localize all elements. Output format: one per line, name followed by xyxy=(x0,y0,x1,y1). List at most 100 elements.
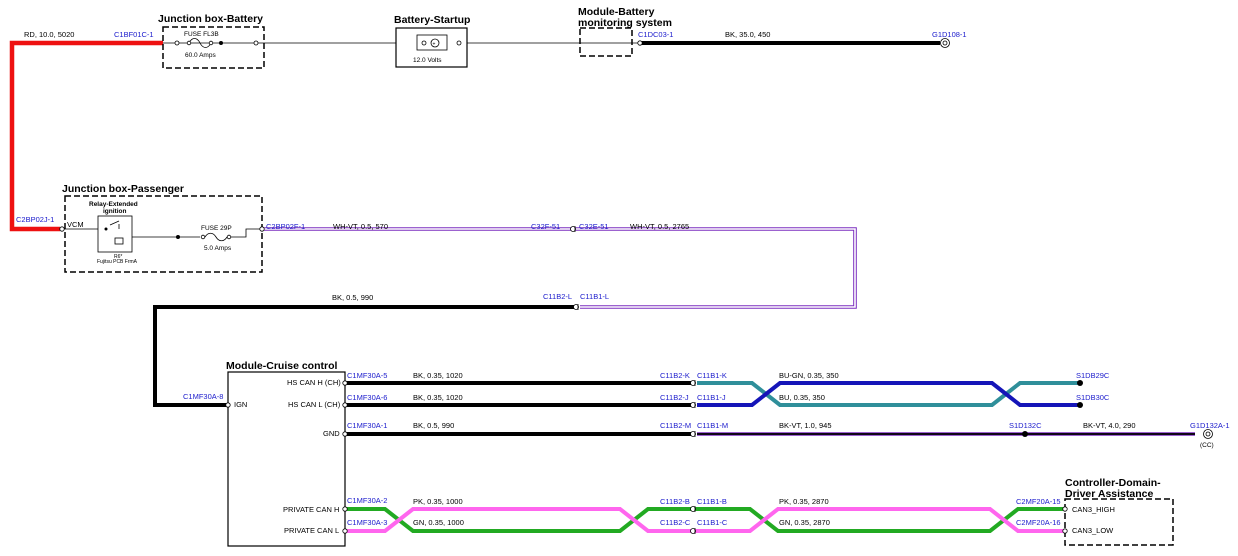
jb-battery-box xyxy=(162,26,265,69)
relay-code: R6* xyxy=(114,254,122,260)
cruise-pin-ign xyxy=(225,402,231,408)
jb-passenger-title: Junction box-Passenger xyxy=(62,183,184,195)
conn-c1mf30a-3: C1MF30A-3 xyxy=(347,518,387,527)
relay-title-line2: ignition xyxy=(103,208,126,215)
wire-label-bk-05-990-gnd: BK, 0.5, 990 xyxy=(413,421,454,430)
relay-maker: Fujitsu PCB FrmA xyxy=(97,259,138,265)
conn-c11b2-l: C11B2-L xyxy=(543,292,572,301)
cdda-pin-high xyxy=(1062,506,1068,512)
cruise-output-pins xyxy=(342,380,348,534)
conn-c1mf30a-1: C1MF30A-1 xyxy=(347,421,387,430)
pin-vcm: VCM xyxy=(67,220,84,229)
conn-s1db30c: S1DB30C xyxy=(1076,393,1110,402)
wire-label-bk-vt-290: BK-VT, 4.0, 290 xyxy=(1083,421,1136,430)
wire-wh-vt-run[interactable] xyxy=(262,227,857,309)
pin-gnd: GND xyxy=(323,429,340,438)
relay-title-line1: Relay-Extended xyxy=(89,201,138,208)
inline-connector-c32-icon xyxy=(570,226,576,232)
conn-c11b1-l: C11B1-L xyxy=(580,292,609,301)
conn-c32f-51: C32F-51 xyxy=(531,222,560,231)
conn-c11b2-k: C11B2-K xyxy=(660,371,690,380)
wire-label-bu-gn-350: BU-GN, 0.35, 350 xyxy=(779,371,839,380)
battery-box xyxy=(395,27,468,68)
wire-red-battery-feed[interactable] xyxy=(9,40,163,232)
svg-text:+: + xyxy=(433,42,436,48)
conn-c11b1-j: C11B1-J xyxy=(697,393,726,402)
bms-title-line2: monitoring system xyxy=(578,17,672,29)
pin-ign: IGN xyxy=(234,400,247,409)
pin-hs-can-l: HS CAN L (CH) xyxy=(288,400,341,409)
wire-hs-can-twisted[interactable] xyxy=(697,381,1080,407)
wire-label-bk-vt-945: BK-VT, 1.0, 945 xyxy=(779,421,832,430)
conn-g1d108-1: G1D108-1 xyxy=(932,30,967,39)
wire-label-wh-vt-2765: WH-VT, 0.5, 2765 xyxy=(630,222,689,231)
conn-c11b2-b: C11B2-B xyxy=(660,497,690,506)
bms-title-line1: Module-Battery xyxy=(578,6,655,18)
wire-label-gn-2870: GN, 0.35, 2870 xyxy=(779,518,830,527)
bms-pin xyxy=(637,40,643,46)
conn-c2mf20a-16: C2MF20A-16 xyxy=(1016,518,1061,527)
jb-passenger-box xyxy=(64,195,263,273)
conn-c11b1-k: C11B1-K xyxy=(697,371,727,380)
fuse-fl3b-rating: 60.0 Amps xyxy=(185,52,216,59)
conn-c2bp02j-1: C2BP02J-1 xyxy=(16,215,54,224)
cdda-box xyxy=(1064,498,1174,546)
fuse-29p-rating: 5.0 Amps xyxy=(204,245,232,252)
jb-battery-title: Junction box-Battery xyxy=(158,13,263,25)
ground-g1d108-icon xyxy=(940,38,950,48)
pin-hs-can-h: HS CAN H (CH) xyxy=(287,378,341,387)
conn-c32e-51: C32E-51 xyxy=(579,222,609,231)
conn-c1mf30a-5: C1MF30A-5 xyxy=(347,371,387,380)
wire-label-gn-1000: GN, 0.35, 1000 xyxy=(413,518,464,527)
conn-c2mf20a-15: C2MF20A-15 xyxy=(1016,497,1061,506)
cruise-title: Module-Cruise control xyxy=(226,360,338,372)
wire-label-bk-35: BK, 35.0, 450 xyxy=(725,30,770,39)
wire-label-bk-035-1020-b: BK, 0.35, 1020 xyxy=(413,393,463,402)
fuse-fl3b-name: FUSE FL3B xyxy=(184,31,219,38)
pin-private-can-l: PRIVATE CAN L xyxy=(284,526,339,535)
fuse-29p-icon xyxy=(200,232,232,242)
conn-c11b2-j: C11B2-J xyxy=(660,393,689,402)
conn-c11b2-m: C11B2-M xyxy=(660,421,691,430)
wire-label-wh-vt-570: WH-VT, 0.5, 570 xyxy=(333,222,388,231)
ground-g1d132a-icon xyxy=(1203,429,1213,439)
wire-bk-ign[interactable] xyxy=(153,305,575,407)
jb-passenger-pin-in xyxy=(59,226,65,232)
bms-box xyxy=(579,27,633,57)
battery-terminal-icon: + xyxy=(416,34,462,51)
fuse-29p-name: FUSE 29P xyxy=(201,225,232,232)
relay-switch-icon xyxy=(104,220,124,245)
conn-c11b1-c: C11B1-C xyxy=(697,518,728,527)
conn-c1mf30a-8: C1MF30A-8 xyxy=(183,392,223,401)
conn-c1mf30a-2: C1MF30A-2 xyxy=(347,496,387,505)
wire-label-bk-035-1020-a: BK, 0.35, 1020 xyxy=(413,371,463,380)
inline-connector-c11b-l-icon xyxy=(573,304,579,310)
pin-private-can-h: PRIVATE CAN H xyxy=(283,505,339,514)
cdda-title-line2: Driver Assistance xyxy=(1065,488,1153,500)
jb-passenger-pin-out xyxy=(259,226,265,232)
cdda-title-line1: Controller-Domain- xyxy=(1065,477,1161,489)
battery-voltage: 12.0 Volts xyxy=(413,57,442,64)
conn-c1mf30a-6: C1MF30A-6 xyxy=(347,393,387,402)
conn-c11b1-m: C11B1-M xyxy=(697,421,728,430)
conn-c1dc03-1: C1DC03-1 xyxy=(638,30,673,39)
wire-label-pk-2870: PK, 0.35, 2870 xyxy=(779,497,829,506)
relay-box xyxy=(97,215,133,253)
conn-s1db29c: S1DB29C xyxy=(1076,371,1110,380)
conn-g1d132a-1: G1D132A-1 xyxy=(1190,421,1230,430)
conn-c2bp02f-1: C2BP02F-1 xyxy=(266,222,305,231)
wire-label-rd: RD, 10.0, 5020 xyxy=(24,30,74,39)
pin-can3-high: CAN3_HIGH xyxy=(1072,505,1115,514)
conn-s1d132c: S1D132C xyxy=(1009,421,1042,430)
label-cc: (CC) xyxy=(1200,442,1214,449)
wire-label-bu-350: BU, 0.35, 350 xyxy=(779,393,825,402)
cdda-pin-low xyxy=(1062,528,1068,534)
wire-label-pk-1000: PK, 0.35, 1000 xyxy=(413,497,463,506)
splice-s1db30c xyxy=(1077,402,1083,408)
splice-s1d132c xyxy=(1022,431,1028,437)
conn-c1bf01c-1: C1BF01C-1 xyxy=(114,30,154,39)
splice-s1db29c xyxy=(1077,380,1083,386)
cruise-module-box xyxy=(227,371,346,547)
pin-can3-low: CAN3_LOW xyxy=(1072,526,1114,535)
